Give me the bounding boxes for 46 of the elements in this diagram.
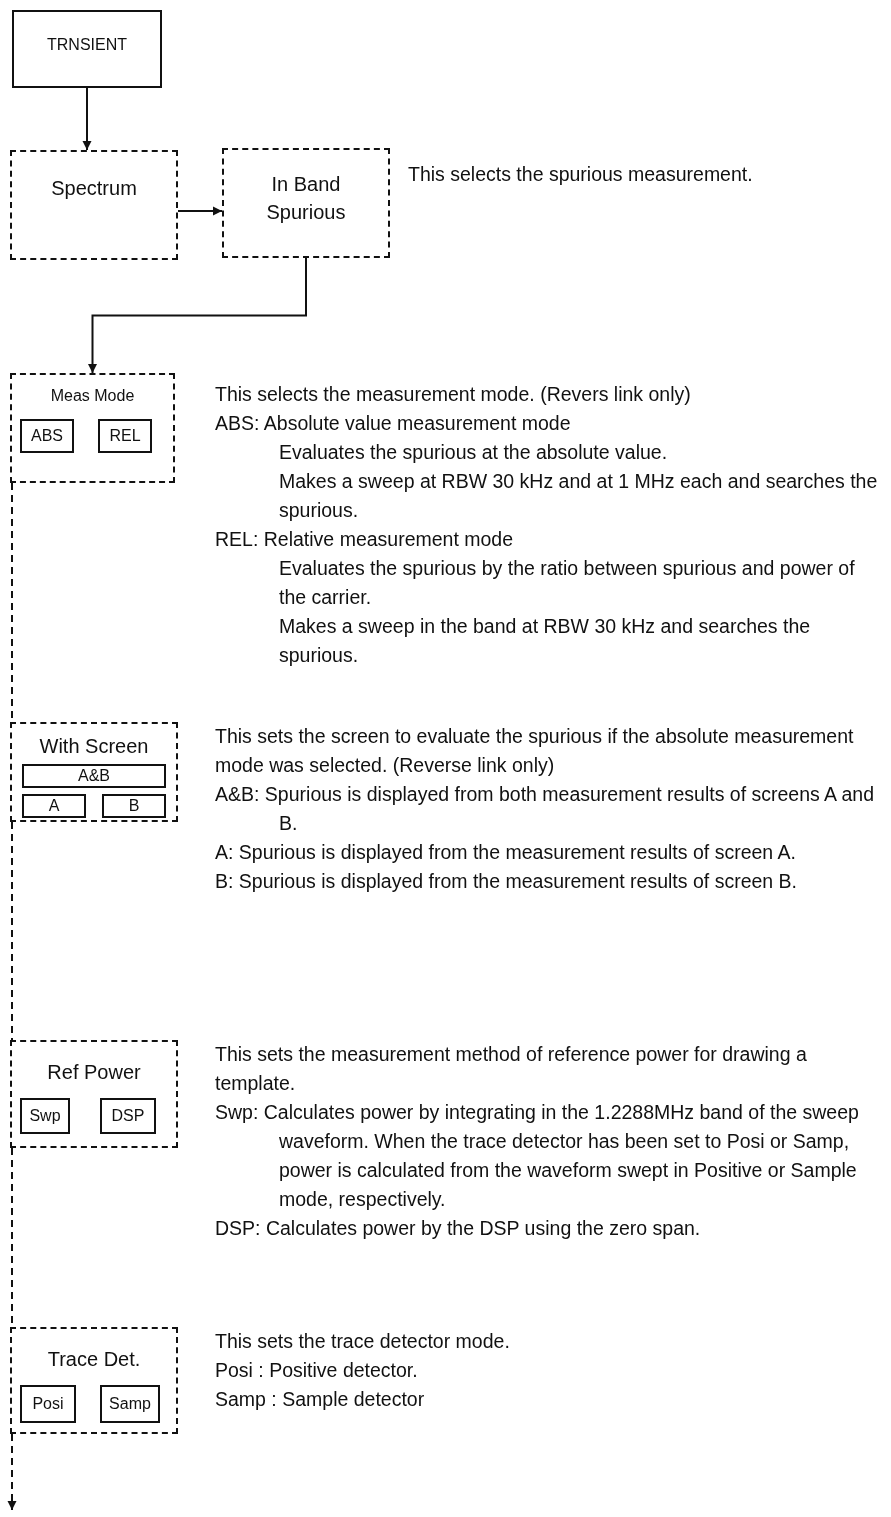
arrow [82, 87, 92, 151]
menu-group-box [10, 373, 175, 483]
menu-label: With Screen [38, 734, 150, 759]
description-text: Evaluates the spurious by the ratio between spurious and power of the carrier. [278, 556, 856, 610]
description-text: Swp: Calculates power by integrating in the 1.2288MHz band of the sweep waveform. When the trace detector has been set to Posi or Samp, power is calculated from the waveform swept in Positive or Sample mode, respectively. [215, 1100, 860, 1212]
description-text: This selects the measurement mode. (Revers link only) [215, 382, 692, 407]
menu-label: Spectrum [50, 176, 138, 201]
description-text: B: Spurious is displayed from the measurement results of screen B. [215, 869, 798, 894]
description-text: Samp : Sample detector [215, 1387, 426, 1412]
description-text: Makes a sweep in the band at RBW 30 kHz and searches the spurious. [278, 614, 812, 668]
menu-label: Ref Power [46, 1060, 142, 1085]
softkey: REL [98, 419, 152, 453]
menu-box [12, 10, 162, 88]
arrow [7, 1433, 17, 1511]
menu-group-box [10, 1327, 178, 1434]
description-text: This sets the trace detector mode. [215, 1329, 511, 1354]
softkey: A&B [22, 764, 166, 788]
menu-box [222, 148, 390, 258]
menu-box [10, 150, 178, 260]
description-text: This selects the spurious measurement. [408, 162, 754, 187]
softkey: ABS [20, 419, 74, 453]
description-text: REL: Relative measurement mode [215, 527, 515, 552]
softkey: B [102, 794, 166, 818]
description-text: DSP: Calculates power by the DSP using the zero span. [215, 1216, 702, 1241]
description-text: This sets the measurement method of reference power for drawing a template. [215, 1042, 808, 1096]
menu-group-box [10, 1040, 178, 1148]
menu-label: In Band Spurious [265, 172, 347, 225]
connector-line [11, 821, 13, 1041]
softkey: Posi [20, 1385, 76, 1423]
description-text: A&B: Spurious is displayed from both measurement results of screens A and B. [215, 782, 875, 836]
arrow [88, 257, 307, 374]
softkey: DSP [100, 1098, 156, 1134]
menu-group-box [10, 722, 178, 822]
menu-label: Trace Det. [46, 1347, 142, 1372]
description-text: Posi : Positive detector. [215, 1358, 419, 1383]
description-text: Makes a sweep at RBW 30 kHz and at 1 MHz each and searches the spurious. [278, 469, 879, 523]
description-text: This sets the screen to evaluate the spurious if the absolute measurement mode was selected. (Reverse link only) [215, 724, 855, 778]
softkey: A [22, 794, 86, 818]
menu-label: Meas Mode [49, 387, 136, 405]
description-text: ABS: Absolute value measurement mode [215, 411, 572, 436]
softkey: Samp [100, 1385, 160, 1423]
softkey: Swp [20, 1098, 70, 1134]
arrow [177, 206, 223, 216]
description-text: A: Spurious is displayed from the measurement results of screen A. [215, 840, 797, 865]
description-text: Evaluates the spurious at the absolute value. [278, 440, 669, 465]
menu-label: TRNSIENT [46, 36, 128, 54]
